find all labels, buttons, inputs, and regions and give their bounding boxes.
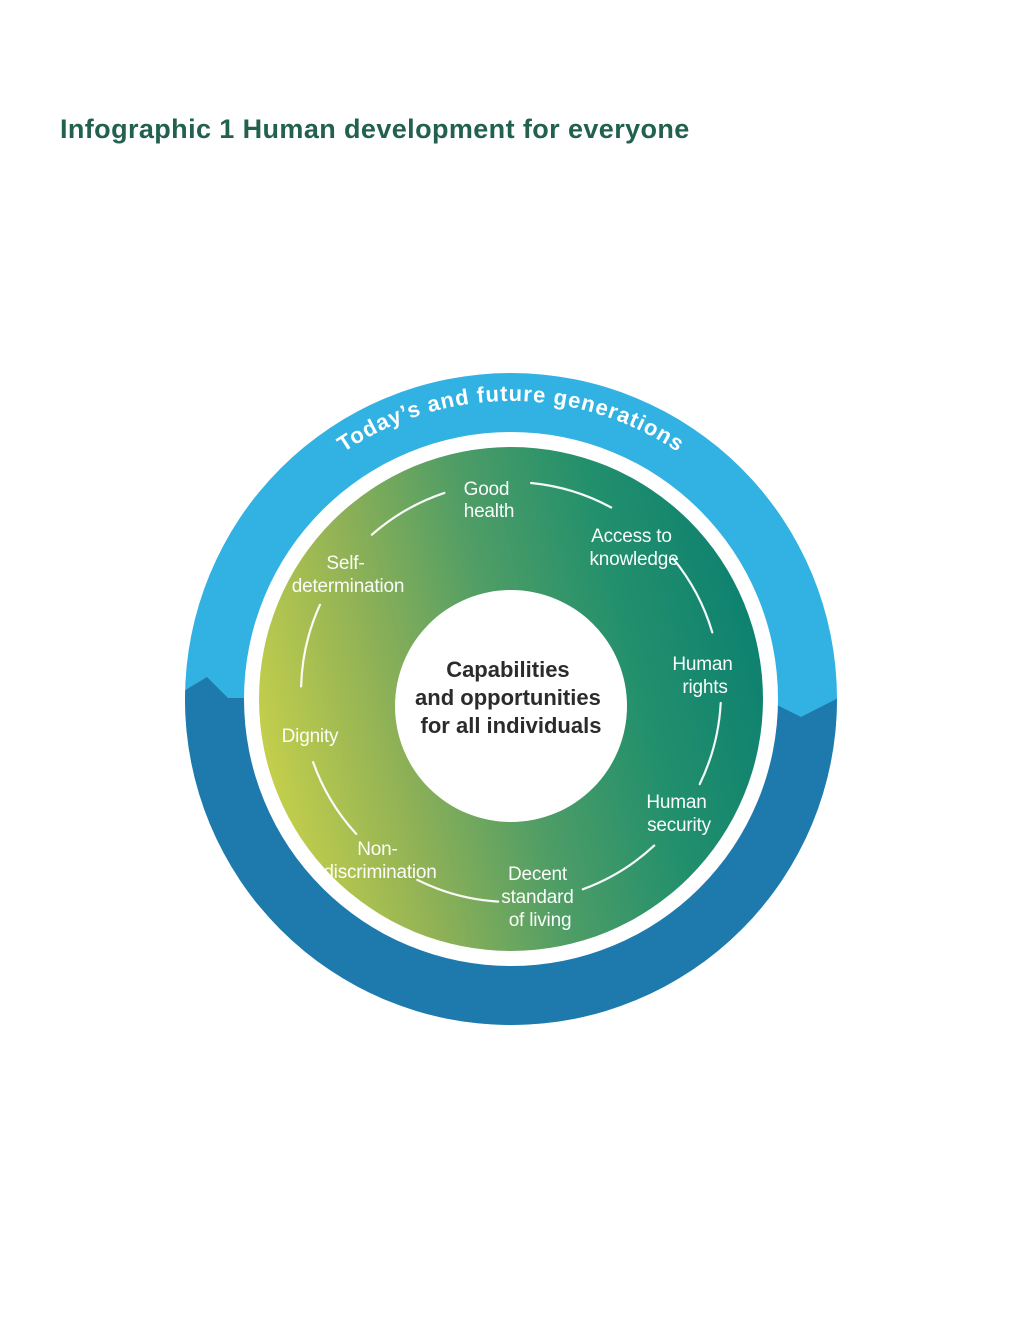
ring-label-dignity: Dignity bbox=[282, 726, 339, 747]
separator-arc bbox=[530, 481, 613, 509]
separator-arc bbox=[300, 603, 321, 688]
separator-arc bbox=[671, 557, 714, 634]
ring-label-non-discrimination: Non- discrimination bbox=[323, 839, 436, 883]
ring-labels: Good health Access to knowledge Human ri… bbox=[282, 479, 737, 931]
separator-arc bbox=[416, 878, 500, 903]
separator-arc bbox=[312, 761, 358, 835]
ring-label-human-security: Human security bbox=[646, 792, 711, 836]
ring-label-decent-standard-of-living: Decent standard of living bbox=[501, 864, 578, 931]
separator-arc bbox=[370, 491, 446, 536]
separator-arc bbox=[581, 844, 656, 891]
center-label: Capabilities and opportunities for all i… bbox=[415, 657, 607, 738]
center-circle bbox=[395, 590, 627, 822]
ring-label-human-rights: Human rights bbox=[672, 654, 737, 698]
separator-arc bbox=[698, 701, 722, 786]
ring-label-self-determination: Self- determination bbox=[292, 553, 405, 597]
separator-arcs bbox=[300, 481, 722, 903]
ring-label-good-health: Good health bbox=[464, 479, 515, 522]
page-title: Infographic 1 Human development for ever… bbox=[60, 114, 690, 144]
ring-label-access-to-knowledge: Access to knowledge bbox=[589, 526, 678, 570]
